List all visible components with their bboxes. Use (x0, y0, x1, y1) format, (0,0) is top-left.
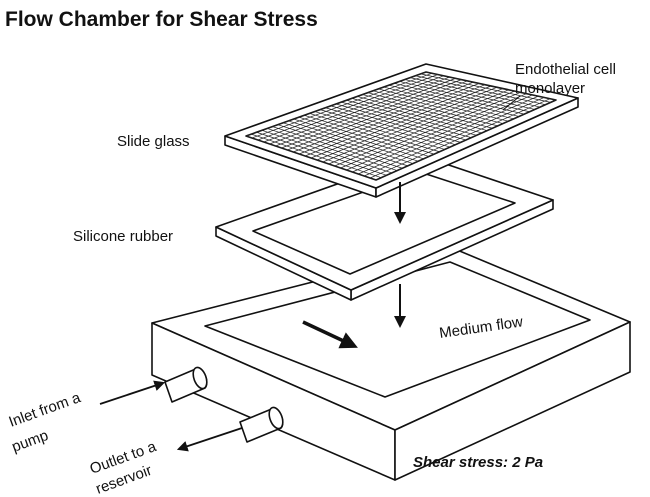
outlet-tube (239, 406, 284, 443)
endothelial-label-line1: Endothelial cell (515, 61, 616, 78)
slide-glass (224, 63, 579, 198)
chamber-side-face (394, 321, 631, 481)
medium-flow-arrow (302, 320, 358, 349)
outlet-arrow (176, 427, 243, 452)
endothelial-cell-grid (245, 71, 557, 181)
inlet-arrow (99, 380, 166, 405)
chamber-base (151, 246, 631, 481)
inlet-label-line1: Inlet from a (7, 389, 84, 431)
monolayer-leader-line (502, 95, 521, 111)
shear-stress-label: Shear stress: 2 Pa (413, 454, 543, 471)
diagram-title: Flow Chamber for Shear Stress (5, 8, 318, 31)
slide-glass-label: Slide glass (117, 133, 190, 150)
silicone-rubber-gasket (215, 154, 554, 301)
endothelial-label-line2: monolayer (515, 80, 585, 97)
inlet-tube (164, 366, 208, 403)
inlet-label-line2: pump (10, 427, 51, 456)
silicone-rubber-label: Silicone rubber (73, 228, 173, 245)
